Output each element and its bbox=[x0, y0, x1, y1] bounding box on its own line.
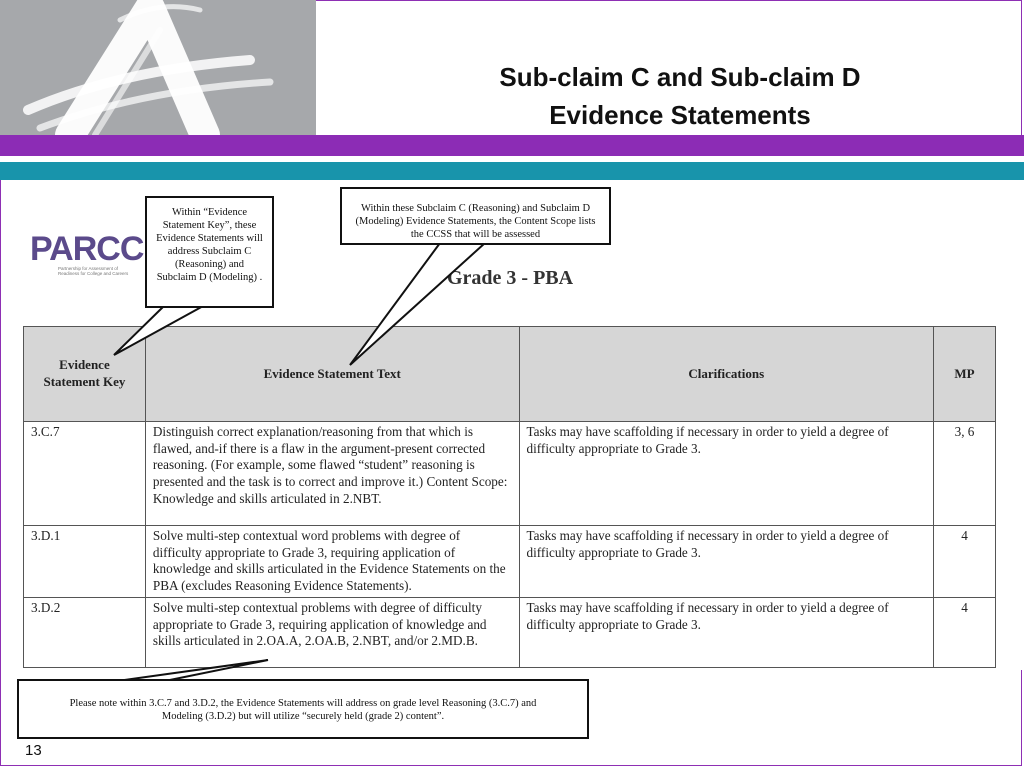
cell-mp: 4 bbox=[933, 525, 996, 598]
parcc-logo-icon: PARCC Partnership for Assessment of Read… bbox=[30, 232, 150, 292]
page-number: 13 bbox=[25, 742, 42, 759]
title-line-2: Evidence Statements bbox=[549, 100, 811, 130]
note-callout-text: Please note within 3.C.7 and 3.D.2, the … bbox=[69, 698, 537, 722]
grade-heading: Grade 3 - PBA bbox=[447, 267, 574, 289]
parcc-logo-text: PARCC bbox=[30, 230, 144, 268]
teal-band bbox=[0, 162, 1024, 180]
note-callout: Please note within 3.C.7 and 3.D.2, the … bbox=[17, 679, 589, 739]
cell-text: Distinguish correct explanation/reasonin… bbox=[144, 421, 520, 526]
band-divider bbox=[0, 156, 1024, 162]
cell-clarification: Tasks may have scaffolding if necessary … bbox=[518, 421, 935, 526]
cell-clarification: Tasks may have scaffolding if necessary … bbox=[518, 525, 935, 598]
key-callout: Within “Evidence Statement Key”, these E… bbox=[145, 196, 274, 308]
cell-key: 3.C.7 bbox=[23, 421, 146, 526]
cell-mp: 4 bbox=[933, 596, 996, 668]
column-header-clarifications: Clarifications bbox=[518, 326, 935, 422]
cell-key: 3.D.1 bbox=[23, 525, 146, 598]
table-row: 3.C.7 Distinguish correct explanation/re… bbox=[23, 421, 996, 526]
cell-clarification: Tasks may have scaffolding if necessary … bbox=[518, 596, 935, 668]
cell-key: 3.D.2 bbox=[23, 596, 146, 668]
evidence-table: Evidence Statement Key Evidence Statemen… bbox=[23, 326, 996, 668]
table-header-row: Evidence Statement Key Evidence Statemen… bbox=[23, 326, 996, 422]
column-header-text: Evidence Statement Text bbox=[144, 326, 520, 422]
slide-title: Sub-claim C and Sub-claim D Evidence Sta… bbox=[455, 58, 905, 134]
cell-mp: 3, 6 bbox=[933, 421, 996, 526]
cell-text: Solve multi-step contextual problems wit… bbox=[144, 596, 520, 668]
table-row: 3.D.1 Solve multi-step contextual word p… bbox=[23, 525, 996, 598]
parcc-logo-tagline: Partnership for Assessment of Readiness … bbox=[58, 266, 129, 276]
column-header-key: Evidence Statement Key bbox=[23, 326, 146, 422]
cell-text: Solve multi-step contextual word problem… bbox=[144, 525, 520, 598]
scope-callout: Within these Subclaim C (Reasoning) and … bbox=[340, 187, 611, 245]
column-header-mp: MP bbox=[933, 326, 996, 422]
title-line-1: Sub-claim C and Sub-claim D bbox=[499, 62, 861, 92]
brand-a-logo-icon bbox=[0, 0, 316, 135]
purple-band bbox=[0, 135, 1024, 156]
key-callout-text: Within “Evidence Statement Key”, these E… bbox=[156, 207, 263, 283]
scope-callout-text: Within these Subclaim C (Reasoning) and … bbox=[355, 203, 596, 240]
table-row: 3.D.2 Solve multi-step contextual proble… bbox=[23, 596, 996, 668]
